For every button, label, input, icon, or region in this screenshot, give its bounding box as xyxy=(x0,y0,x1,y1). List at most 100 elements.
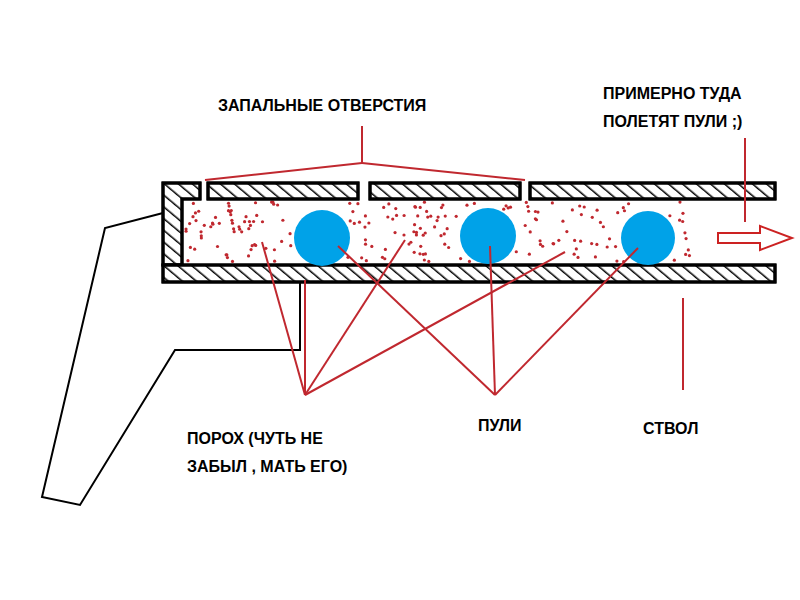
powder-grain xyxy=(407,242,410,245)
powder-grain xyxy=(515,250,518,253)
powder-grain xyxy=(668,214,671,217)
powder-grain xyxy=(254,201,257,204)
powder-grain xyxy=(348,202,351,205)
powder-grain xyxy=(225,253,228,256)
barrel-walls xyxy=(163,183,775,282)
powder-grain xyxy=(243,220,246,223)
powder-grain xyxy=(529,230,532,233)
powder-grain xyxy=(247,254,250,257)
powder-grain xyxy=(436,215,439,218)
powder-grain xyxy=(261,220,264,223)
powder-grain xyxy=(683,231,686,234)
powder-grain xyxy=(583,205,586,208)
powder-grain xyxy=(238,228,241,231)
powder-grain xyxy=(465,204,468,207)
powder-grain xyxy=(413,223,416,226)
powder-grains xyxy=(184,200,691,263)
powder-grain xyxy=(247,227,250,230)
powder-grain xyxy=(364,243,367,246)
powder-grain xyxy=(527,210,530,213)
direction-arrow xyxy=(718,226,792,250)
powder-grain xyxy=(614,245,617,248)
leader-lines xyxy=(205,126,745,395)
powder-grain xyxy=(591,216,594,219)
powder-grain xyxy=(230,209,233,212)
powder-grain xyxy=(200,234,203,237)
powder-grain xyxy=(289,244,292,247)
powder-grain xyxy=(678,219,681,222)
powder-grain xyxy=(216,245,219,248)
powder-grain xyxy=(447,246,450,249)
powder-grain xyxy=(627,202,630,205)
powder-grain xyxy=(590,242,593,245)
powder-grain xyxy=(415,233,418,236)
powder-grain xyxy=(273,260,276,263)
powder-grain xyxy=(199,230,202,233)
powder-grain xyxy=(271,201,274,204)
powder-grain xyxy=(227,202,230,205)
powder-grain xyxy=(353,222,356,225)
powder-grain xyxy=(233,230,236,233)
powder-grain xyxy=(551,201,554,204)
powder-grain xyxy=(364,238,367,241)
powder-grain xyxy=(227,209,230,212)
powder-grain xyxy=(561,220,564,223)
powder-grain xyxy=(240,230,243,233)
powder-grain xyxy=(419,245,422,248)
powder-grain xyxy=(536,211,539,214)
powder-grain xyxy=(418,252,421,255)
powder-grain xyxy=(281,219,284,222)
powder-grain xyxy=(528,253,531,256)
powder-grain xyxy=(218,222,221,225)
powder-grain xyxy=(252,220,255,223)
powder-grain xyxy=(578,204,581,207)
powder-grain xyxy=(416,214,419,217)
powder-grain xyxy=(364,214,367,217)
powder-grain xyxy=(443,232,446,235)
powder-grain xyxy=(444,215,447,218)
powder-grain xyxy=(384,248,387,251)
powder-grain xyxy=(402,214,405,217)
powder-grain xyxy=(571,208,574,211)
powder-grain xyxy=(273,248,276,251)
powder-grain xyxy=(402,233,405,236)
powder-grain xyxy=(424,252,427,255)
powder-grain xyxy=(684,237,687,240)
powder-grain xyxy=(370,245,373,248)
powder-grain xyxy=(606,245,609,248)
powder-grain xyxy=(539,243,542,246)
powder-grain xyxy=(525,201,528,204)
powder-grain xyxy=(363,225,366,228)
powder-grain xyxy=(535,218,538,221)
powder-grain xyxy=(413,251,416,254)
powder-grain xyxy=(387,202,390,205)
powder-grain xyxy=(435,219,438,222)
powder-grain xyxy=(594,255,597,258)
powder-grain xyxy=(673,259,676,262)
powder-grain xyxy=(360,256,363,259)
powder-grain xyxy=(573,253,576,256)
powder-grain xyxy=(459,257,462,260)
powder-grain xyxy=(623,209,626,212)
note-label: ПРИМЕРНО ТУДА ПОЛЕТЯТ ПУЛИ ;) xyxy=(603,80,778,136)
powder-grain xyxy=(687,248,690,251)
powder-grain xyxy=(440,206,443,209)
powder-grain xyxy=(684,253,687,256)
powder-grain xyxy=(446,227,449,230)
powder-grain xyxy=(386,215,389,218)
powder-grain xyxy=(538,239,541,242)
powder-grain xyxy=(191,215,194,218)
powder-grain xyxy=(622,206,625,209)
powder-grain xyxy=(358,221,361,224)
powder-grain xyxy=(681,220,684,223)
powder-grain xyxy=(429,215,432,218)
powder-grain xyxy=(565,230,568,233)
powder-grain xyxy=(526,205,529,208)
powder-grain xyxy=(616,211,619,214)
powder-grain xyxy=(423,258,426,261)
powder-grain xyxy=(249,224,252,227)
powder-grain xyxy=(419,206,422,209)
powder-grain xyxy=(253,243,256,246)
powder-grain xyxy=(580,213,583,216)
